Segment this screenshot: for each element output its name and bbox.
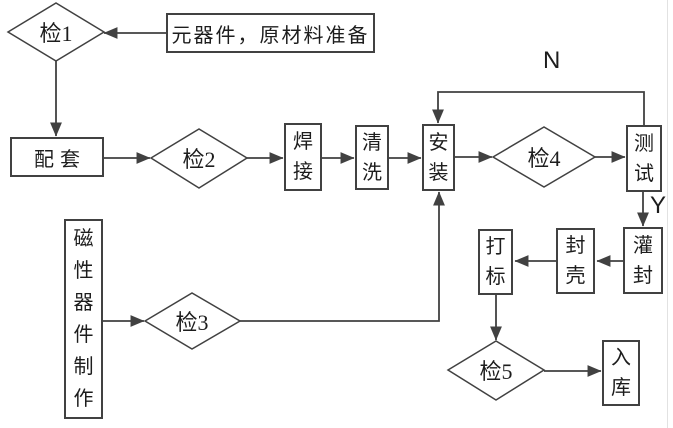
node-marking-label: 打标 (485, 236, 506, 288)
node-magnetic-device-making: 磁性器件制作 (64, 219, 103, 419)
node-warehousing-label: 入库 (611, 347, 631, 399)
edge-inspect3-to-anzhuang (240, 191, 445, 322)
node-cleaning-label: 清洗 (362, 131, 382, 184)
right-edge-border-line (667, 0, 668, 428)
node-materials-prep-label: 元器件，原材料准备 (171, 24, 370, 47)
node-welding: 焊接 (284, 123, 322, 191)
node-warehousing: 入库 (602, 340, 640, 406)
node-magnetic-device-making-label: 磁性器件制作 (73, 228, 94, 410)
node-potting-label: 灌封 (633, 234, 653, 287)
diamond-inspect3 (143, 292, 242, 350)
node-testing-label: 测试 (634, 132, 654, 185)
node-shell-sealing-label: 封壳 (565, 235, 586, 287)
node-potting: 灌封 (623, 227, 663, 294)
diamond-inspect4 (491, 126, 597, 188)
node-cleaning: 清洗 (355, 125, 389, 190)
node-welding-label: 焊接 (293, 131, 313, 183)
diamond-inspect5 (446, 340, 546, 401)
edge-ceshi-to-anzhuang-n-loop (432, 91, 645, 125)
edge-label-no: N (543, 47, 561, 74)
node-installation-label: 安装 (428, 131, 449, 184)
edge-label-yes: Y (650, 192, 667, 219)
node-matching-label: 配套 (34, 148, 86, 171)
node-matching: 配套 (10, 137, 104, 177)
node-installation: 安装 (422, 124, 455, 191)
diamond-inspect2 (149, 128, 249, 189)
node-materials-prep: 元器件，原材料准备 (166, 13, 375, 53)
node-marking: 打标 (478, 229, 513, 295)
node-shell-sealing: 封壳 (556, 228, 595, 294)
diamond-inspect1 (6, 2, 106, 62)
node-testing: 测试 (626, 125, 662, 192)
